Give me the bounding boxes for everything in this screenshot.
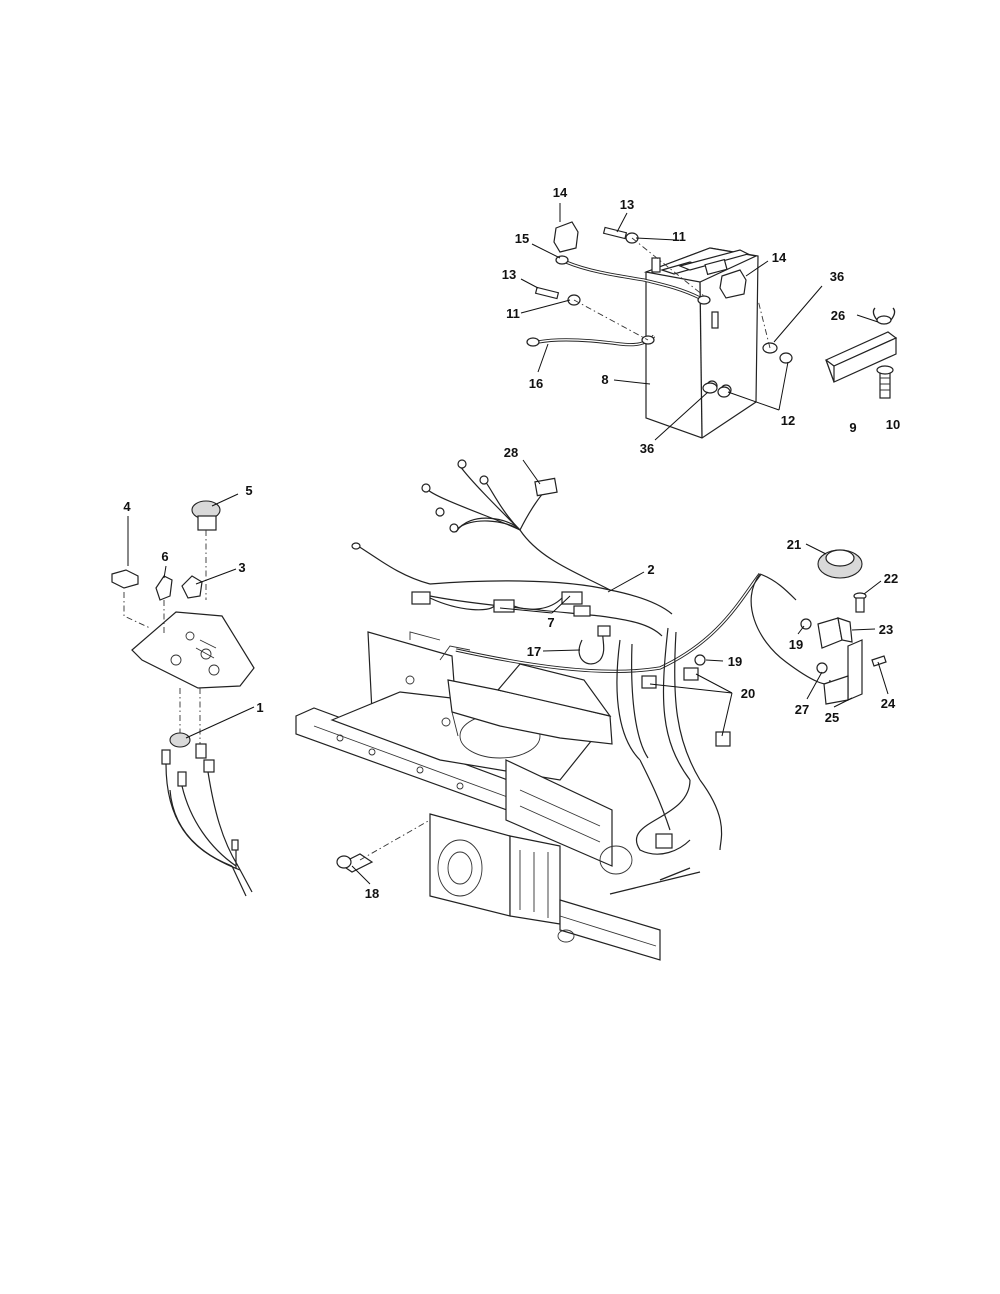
ignition-key	[191, 500, 221, 531]
solenoid-bracket	[823, 639, 863, 705]
nut	[717, 386, 731, 398]
harness-connector	[573, 605, 591, 617]
positive-cable	[555, 255, 711, 305]
frame-bolt	[336, 853, 374, 873]
callout-16: 16	[529, 376, 543, 391]
harness-connector	[655, 833, 673, 849]
tractor-frame	[295, 631, 701, 961]
callout-3: 3	[238, 560, 245, 575]
callout-25: 25	[825, 710, 839, 725]
callout-13-upper: 13	[620, 197, 634, 212]
callout-19-right: 19	[789, 637, 803, 652]
screw	[871, 655, 887, 667]
callout-15: 15	[515, 231, 529, 246]
callout-28: 28	[504, 445, 518, 460]
callout-27: 27	[795, 702, 809, 717]
callout-6: 6	[161, 549, 168, 564]
callout-7: 7	[547, 615, 554, 630]
ignition-switch	[181, 575, 203, 599]
harness-clip	[641, 675, 657, 689]
screw	[853, 592, 867, 613]
solenoid-assembly	[694, 549, 887, 705]
callout-20: 20	[741, 686, 755, 701]
dash-panel	[131, 611, 255, 689]
negative-cable	[526, 334, 656, 347]
callout-1: 1	[256, 700, 263, 715]
jumper-wire-end	[597, 625, 611, 637]
callout-19-center: 19	[728, 654, 742, 669]
nut	[779, 352, 793, 364]
pto-switch	[155, 575, 173, 601]
callout-2: 2	[647, 562, 654, 577]
callout-18: 18	[365, 886, 379, 901]
nut	[816, 662, 828, 674]
terminal-bolt	[534, 226, 628, 300]
harness-connector	[493, 599, 515, 613]
battery-assembly	[526, 221, 898, 439]
callout-11-upper: 11	[672, 229, 686, 244]
callout-11-lower: 11	[506, 306, 520, 321]
dash-panel-assembly	[111, 500, 255, 897]
callout-10: 10	[886, 417, 900, 432]
terminal-boot	[553, 221, 747, 299]
callout-24: 24	[881, 696, 896, 711]
callout-13-lower: 13	[502, 267, 516, 282]
harness-connector	[411, 591, 431, 605]
callout-4: 4	[123, 499, 131, 514]
leader-lines	[127, 203, 889, 885]
washer	[702, 382, 718, 394]
harness-clip	[683, 667, 699, 681]
carriage-bolt	[876, 365, 894, 399]
callout-12: 12	[781, 413, 795, 428]
callout-14-upper: 14	[553, 185, 568, 200]
callout-36-lower: 36	[640, 441, 654, 456]
nut	[694, 654, 706, 666]
harness-connector	[561, 591, 583, 605]
callout-22: 22	[884, 571, 898, 586]
starter-solenoid	[817, 617, 853, 649]
switch-cap	[111, 569, 139, 589]
callout-14-right: 14	[772, 250, 787, 265]
ignition-switch-body	[169, 732, 207, 759]
callout-5: 5	[245, 483, 252, 498]
callout-21: 21	[787, 537, 801, 552]
hold-down-bracket	[824, 331, 898, 383]
fuse-holder	[534, 477, 558, 497]
callout-23: 23	[879, 622, 893, 637]
callout-36-upper: 36	[830, 269, 844, 284]
callout-labels: 1 2 3 4 5 6 7 8 9 10 11 11 12 13 13 14 1…	[123, 185, 900, 901]
callout-17: 17	[527, 644, 541, 659]
buzzer	[817, 549, 863, 579]
callout-8: 8	[601, 372, 608, 387]
callout-26: 26	[831, 308, 845, 323]
dash-wire-harness	[161, 749, 253, 897]
harness-clip	[715, 731, 731, 747]
callout-9: 9	[849, 420, 856, 435]
wing-nut	[872, 307, 896, 325]
